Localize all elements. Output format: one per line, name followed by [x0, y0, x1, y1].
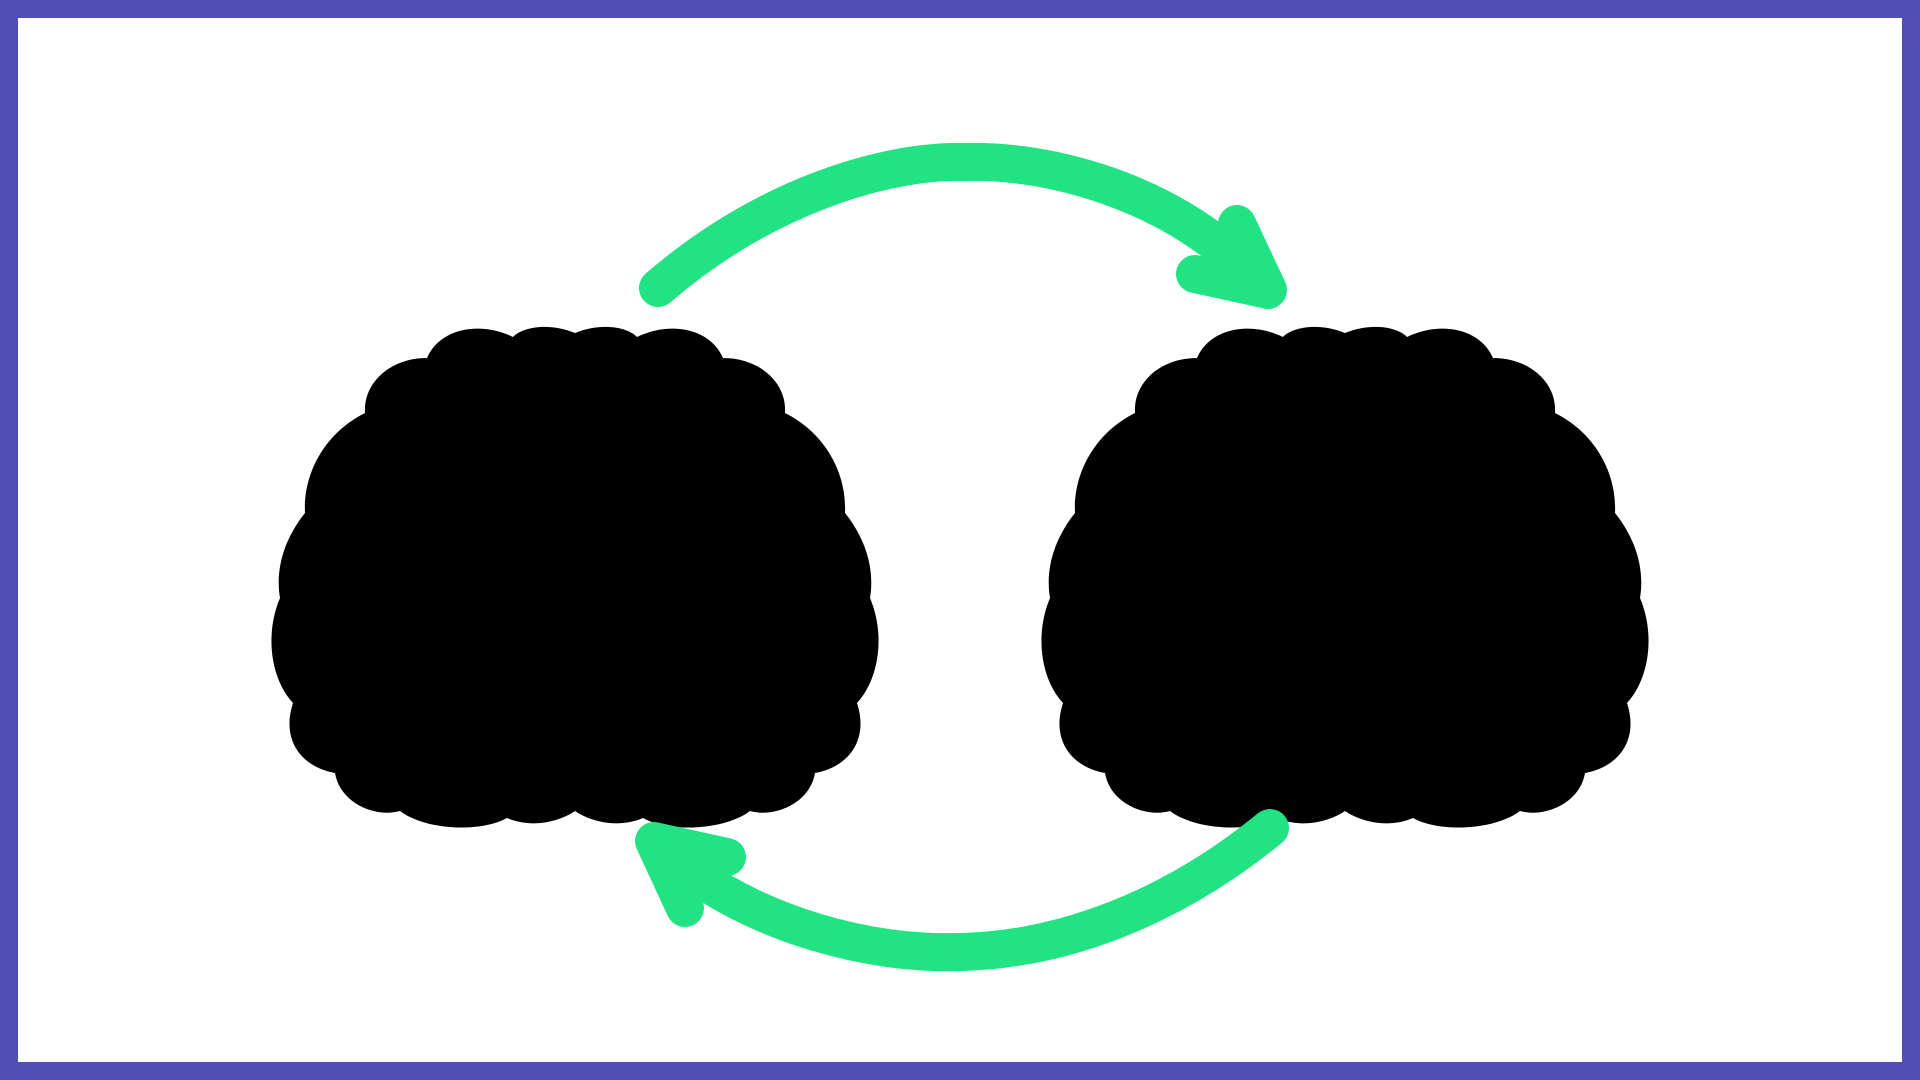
- curved-arrow-left-icon: [635, 809, 1289, 972]
- curved-arrow-right-icon: [639, 142, 1287, 309]
- brain-icon: [1041, 327, 1648, 828]
- brain-icon: [271, 327, 878, 828]
